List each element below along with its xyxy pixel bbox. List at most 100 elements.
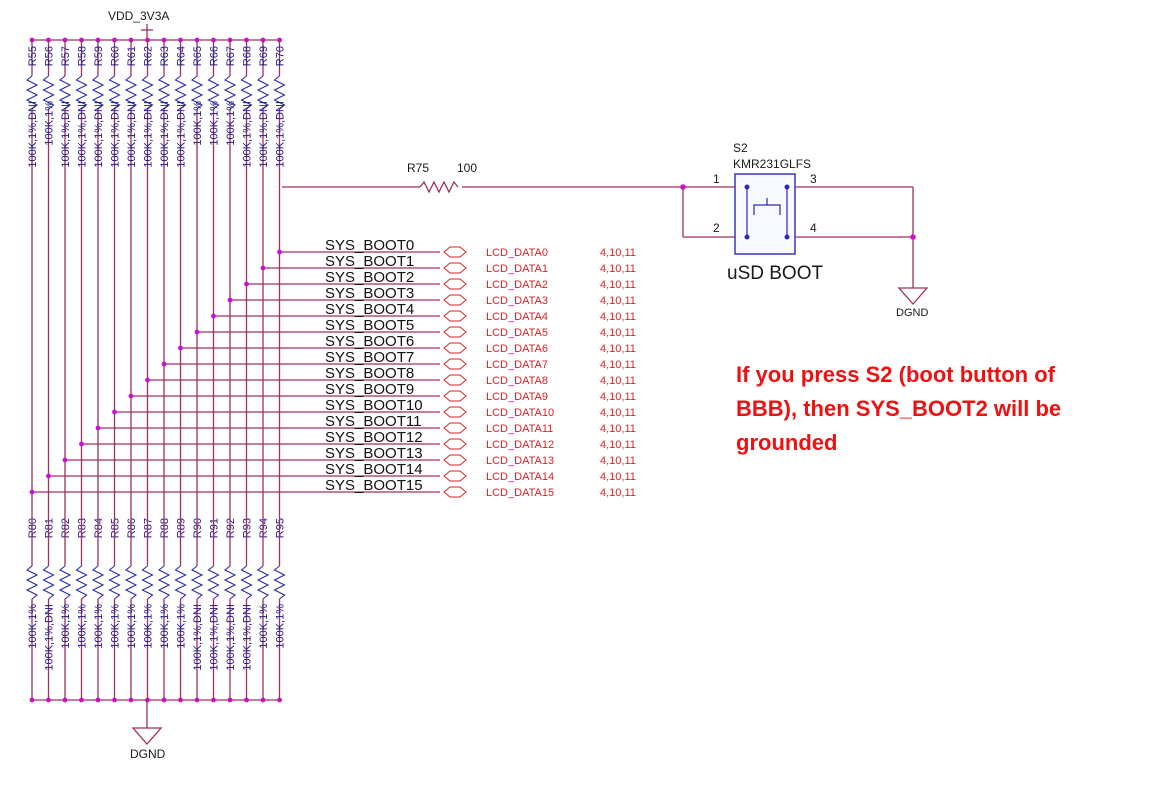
pulldown-ref: R86 [126, 518, 138, 538]
pulldown-ref: R84 [93, 518, 105, 538]
net-pages: 4,10,11 [600, 343, 636, 355]
pulldown-value: 100K,1% [159, 604, 171, 649]
junction-net [211, 313, 216, 319]
ground-label-bottom: DGND [130, 747, 166, 761]
junction-net [46, 473, 51, 479]
gnd-symbol-bottom [131, 727, 163, 745]
net-pages: 4,10,11 [600, 455, 636, 467]
pullup-resistor [25, 75, 39, 110]
net-label-sys: SYS_BOOT8 [325, 365, 414, 382]
pullup-value: 100K,1% [44, 101, 56, 146]
pulldown-resistor [42, 565, 55, 600]
pullup-resistor [240, 75, 253, 110]
pulldown-resistor [190, 565, 204, 600]
pulldown-value: 100K,1% [258, 604, 270, 649]
pulldown-value: 100K,1%,DNI [225, 604, 237, 671]
net-pages: 4,10,11 [600, 247, 636, 259]
pullup-value: 100K,1%,DNI [159, 101, 171, 168]
pulldown-ref: R93 [242, 518, 254, 538]
pullup-resistor [58, 75, 72, 110]
junction-net [244, 281, 249, 287]
pulldown-value: 100K,1% [77, 604, 89, 649]
pullup-ref: R65 [192, 46, 204, 66]
junction-net [112, 409, 117, 415]
pulldown-resistor [108, 565, 121, 600]
vdd-label: VDD_3V3A [108, 9, 169, 23]
pullup-ref: R67 [225, 46, 237, 66]
net-port-icon [443, 326, 467, 338]
net-port-icon [443, 358, 467, 370]
pullup-resistor [141, 75, 154, 110]
pulldown-resistor [124, 565, 138, 600]
net-pages: 4,10,11 [600, 471, 636, 483]
pullup-ref: R70 [275, 46, 287, 66]
pulldown-value: 100K,1% [93, 604, 105, 649]
net-pages: 4,10,11 [600, 375, 636, 387]
pullup-value: 100K,1%,DNI [27, 101, 39, 168]
net-port-icon [443, 454, 467, 466]
net-label-lcd: LCD_DATA15 [486, 487, 554, 499]
net-label-lcd: LCD_DATA4 [486, 311, 548, 323]
pulldown-value: 100K,1% [143, 604, 155, 649]
pullup-resistor [273, 75, 286, 110]
switch-pin-4: 4 [810, 221, 817, 235]
net-pages: 4,10,11 [600, 359, 636, 371]
junction-net [194, 329, 200, 335]
net-port-icon [443, 470, 467, 482]
net-label-lcd: LCD_DATA6 [486, 343, 548, 355]
net-label-lcd: LCD_DATA14 [486, 471, 554, 483]
pulldown-ref: R91 [209, 518, 221, 538]
pulldown-ref: R92 [225, 518, 237, 538]
dynamic-layer: R55100K,1%,DNIR56100K,1%R57100K,1%,DNIR5… [25, 37, 636, 703]
pulldown-value: 100K,1%,DNI [209, 604, 221, 671]
net-pages: 4,10,11 [600, 487, 636, 499]
junction-net [79, 441, 84, 447]
pullup-value: 100K,1%,DNI [110, 101, 122, 168]
pulldown-resistor [174, 565, 187, 600]
pulldown-value: 100K,1%,DNI [242, 604, 254, 671]
junction-net [227, 297, 233, 303]
net-port-icon [443, 438, 467, 450]
pulldown-value: 100K,1%,DNI [44, 604, 56, 671]
pulldown-resistor [157, 565, 171, 600]
net-label-sys: SYS_BOOT0 [325, 237, 414, 254]
net-port-icon [443, 374, 467, 386]
r75-value: 100 [457, 161, 477, 175]
pullup-ref: R58 [77, 46, 89, 66]
net-port-icon [443, 406, 467, 418]
pulldown-resistor [240, 565, 253, 600]
pulldown-resistor [141, 565, 154, 600]
annotation-note: If you press S2 (boot button of BBB), th… [736, 358, 1175, 460]
pullup-value: 100K,1%,DNI [143, 101, 155, 168]
switch-pin-1: 1 [713, 172, 720, 186]
note-line-3: grounded [736, 430, 838, 455]
net-port-icon [443, 262, 467, 274]
switch-ref: S2 [733, 141, 748, 155]
r75-ref: R75 [407, 161, 429, 175]
pullup-resistor [223, 75, 237, 110]
junction-net [128, 393, 134, 399]
pulldown-ref: R83 [77, 518, 89, 538]
pulldown-ref: R87 [143, 518, 155, 538]
junction-r75 [680, 184, 686, 190]
pullup-value: 100K,1%,DNI [126, 101, 138, 168]
pullup-value: 100K,1% [209, 101, 221, 146]
note-line-2: BBB), then SYS_BOOT2 will be [736, 396, 1062, 421]
pulldown-ref: R85 [110, 518, 122, 538]
junction-net [260, 265, 266, 271]
switch-part: KMR231GLFS [733, 157, 811, 171]
net-pages: 4,10,11 [600, 423, 636, 435]
pulldown-value: 100K,1%,DNI [192, 604, 204, 671]
pullup-resistor [75, 75, 88, 110]
net-pages: 4,10,11 [600, 311, 636, 323]
pullup-value: 100K,1%,DNI [77, 101, 89, 168]
pullup-value: 100K,1%,DNI [258, 101, 270, 168]
switch-caption: uSD BOOT [727, 263, 823, 284]
pullup-resistor [108, 75, 121, 110]
junction-net [62, 457, 68, 463]
pullup-resistor [190, 75, 204, 110]
net-label-lcd: LCD_DATA10 [486, 407, 554, 419]
pullup-ref: R57 [60, 46, 72, 66]
pullup-ref: R66 [209, 46, 221, 66]
pulldown-ref: R81 [44, 518, 56, 538]
